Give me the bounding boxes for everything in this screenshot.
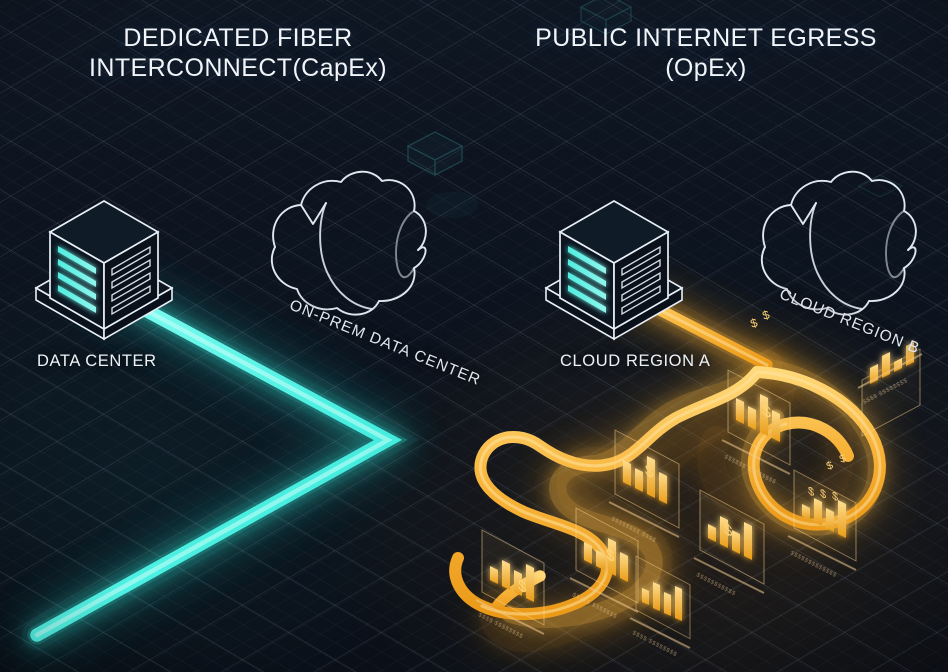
- left-title: DEDICATED FIBER INTERCONNECT(CapEx): [89, 24, 387, 82]
- right-title: PUBLIC INTERNET EGRESS (OpEx): [535, 24, 877, 82]
